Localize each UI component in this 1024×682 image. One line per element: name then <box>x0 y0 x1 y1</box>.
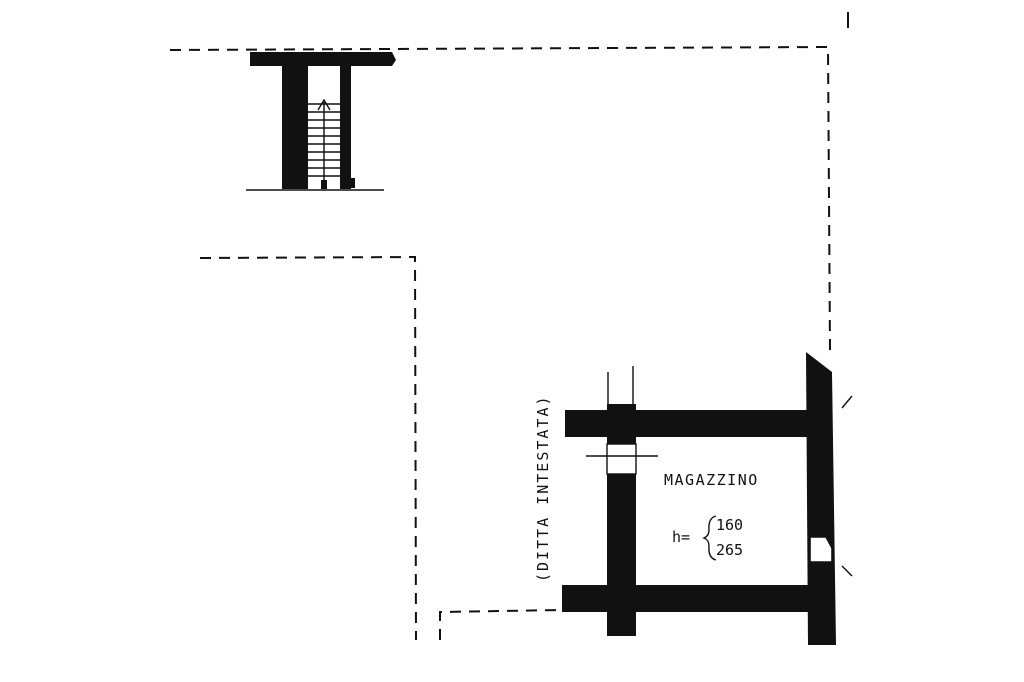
staircase-foot-block <box>321 180 327 189</box>
staircase <box>246 52 396 191</box>
room-right-wall <box>806 352 836 645</box>
room-top-wall <box>565 410 809 437</box>
room-left-wall-upper <box>607 404 636 444</box>
staircase-left-wall <box>282 62 308 189</box>
room-name-label: MAGAZZINO <box>664 471 759 489</box>
staircase-arrow-head <box>317 98 331 111</box>
staircase-top-slab <box>250 52 396 66</box>
boundary-top-dashed-line <box>169 45 831 351</box>
height-value-max: 160 <box>716 516 743 534</box>
room-height-annotation: h= 160 265 <box>672 515 743 561</box>
window-swing-bottom <box>841 565 853 577</box>
window-swing-top <box>841 395 853 409</box>
boundary-dashed-lines <box>169 45 831 641</box>
room-left-wall-lower <box>607 474 636 636</box>
height-prefix-label: h= <box>672 528 690 546</box>
height-brace <box>702 515 717 561</box>
staircase-right-wall <box>340 62 351 189</box>
magazzino-room-walls <box>562 352 853 645</box>
room-door-opening <box>606 443 637 475</box>
boundary-bottom-dashed-line <box>439 609 561 640</box>
boundary-inner-dashed-line <box>199 255 417 641</box>
room-bottom-wall <box>562 585 810 612</box>
height-value-min: 265 <box>716 541 743 559</box>
staircase-side-post <box>350 178 355 188</box>
adjacent-owner-label: (DITTA INTESTATA) <box>534 394 552 582</box>
room-window <box>809 536 833 563</box>
